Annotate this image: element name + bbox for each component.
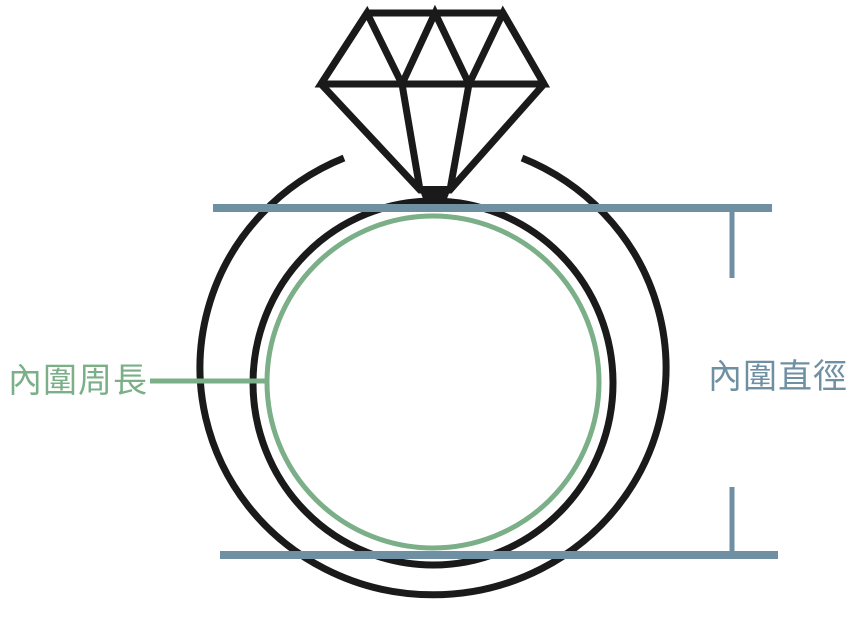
diamond-crown-facets: [318, 4, 548, 93]
diamond-pavilion-facet-right: [446, 83, 473, 191]
diamond-pavilion-facet-left: [398, 83, 424, 191]
ring-inner-outline: [249, 197, 617, 569]
ring-outer-outline: [196, 154, 670, 599]
diamond-pavilion: [318, 81, 547, 194]
inner-circumference-circle: [264, 213, 602, 551]
diamond-icon: [314, 4, 551, 206]
diamond-prong: [418, 186, 452, 206]
inner-diameter-label: 內圍直徑: [708, 357, 848, 397]
inner-circumference-label: 內圍周長: [8, 361, 148, 401]
